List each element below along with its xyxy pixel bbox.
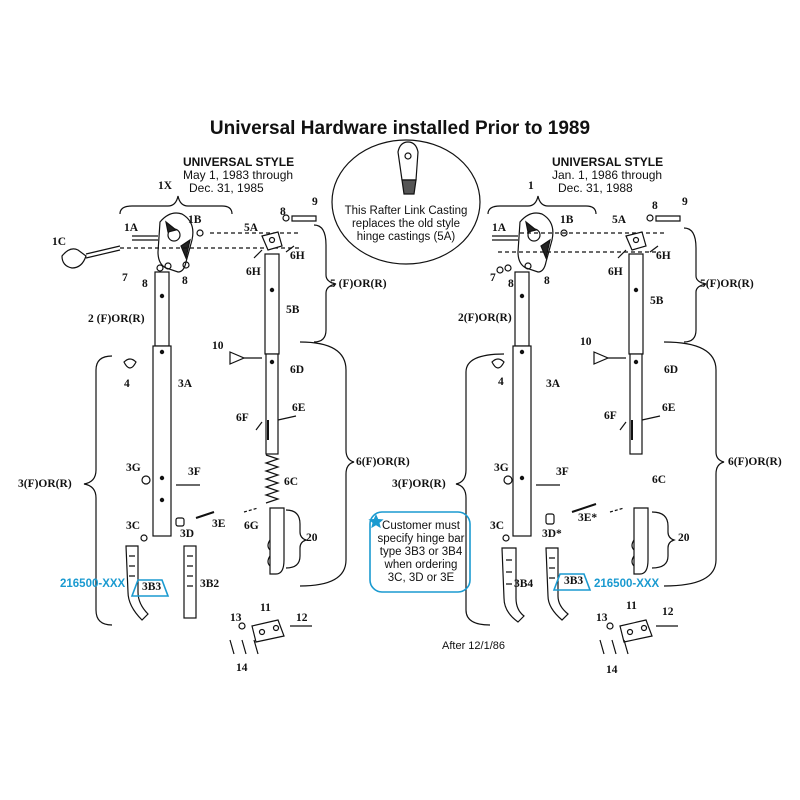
label-r-3: 3(F)OR(R)	[392, 478, 446, 490]
right-style-header: UNIVERSAL STYLE Jan. 1, 1986 through Dec…	[552, 156, 663, 195]
label-3: 3(F)OR(R)	[18, 478, 72, 490]
rafter-link-note: This Rafter Link Casting replaces the ol…	[336, 205, 476, 244]
label-12: 12	[296, 612, 308, 624]
right-hub-casting	[517, 212, 554, 273]
label-11: 11	[260, 602, 271, 614]
rafter-note-line1: This Rafter Link Casting	[344, 205, 468, 217]
label-r-9: 9	[682, 196, 688, 208]
label-r-3e: 3E*	[578, 512, 598, 524]
label-r-3b3: 3B3	[564, 575, 584, 587]
left-1c-bracket	[61, 245, 121, 269]
label-3b3: 3B3	[142, 581, 162, 593]
left-style-title: UNIVERSAL STYLE	[183, 155, 295, 169]
label-3b2: 3B2	[200, 578, 220, 590]
label-2: 2 (F)OR(R)	[88, 313, 145, 325]
customer-note: Customer must specify hinge bar type 3B3…	[374, 520, 468, 585]
label-r-20: 20	[678, 532, 690, 544]
left-part-number: 216500-XXX	[60, 578, 126, 590]
label-r-1a: 1A	[492, 222, 507, 234]
customer-note-line5: 3C, 3D or 3E	[387, 572, 455, 584]
rafter-link-casting	[397, 141, 419, 195]
label-3d: 3D	[180, 528, 195, 540]
left-date-line2: Dec. 31, 1985	[189, 181, 264, 195]
label-r-8a: 8	[508, 278, 514, 290]
after-date-note: After 12/1/86	[442, 640, 505, 652]
label-r-12: 12	[662, 606, 674, 618]
rafter-note-line2: replaces the old style	[351, 218, 461, 230]
label-7: 7	[122, 272, 128, 284]
label-r-3b4: 3B4	[514, 578, 534, 590]
right-style-title: UNIVERSAL STYLE	[552, 155, 664, 169]
label-r-11: 11	[626, 600, 637, 612]
label-r-5: 5(F)OR(R)	[700, 278, 754, 290]
label-r-5a: 5A	[612, 214, 627, 226]
label-r-3g: 3G	[494, 462, 509, 474]
label-r-3a: 3A	[546, 378, 561, 390]
customer-note-line1: Customer must	[382, 520, 460, 532]
label-r-13: 13	[596, 612, 608, 624]
label-r-10: 10	[580, 336, 592, 348]
label-r-7: 7	[490, 272, 496, 284]
label-r-3c: 3C	[490, 520, 505, 532]
label-9: 9	[312, 196, 318, 208]
label-1b: 1B	[188, 214, 202, 226]
label-5b: 5B	[286, 304, 300, 316]
label-5: 5 (F)OR(R)	[330, 278, 387, 290]
left-date-line1: May 1, 1983 through	[183, 168, 294, 182]
label-6d: 6D	[290, 364, 305, 376]
label-14: 14	[236, 662, 248, 674]
label-13: 13	[230, 612, 242, 624]
label-1a: 1A	[124, 222, 139, 234]
label-r-6f: 6F	[604, 410, 617, 422]
label-5a: 5A	[244, 222, 259, 234]
label-r-4: 4	[498, 376, 504, 388]
label-4: 4	[124, 378, 130, 390]
label-r-6c: 6C	[652, 474, 667, 486]
label-r-3d: 3D*	[542, 528, 562, 540]
left-style-header: UNIVERSAL STYLE May 1, 1983 through Dec.…	[183, 156, 294, 195]
customer-note-line3: type 3B3 or 3B4	[379, 546, 463, 558]
customer-note-line4: when ordering	[384, 559, 458, 571]
rafter-note-line3: hinge castings (5A)	[356, 231, 456, 243]
label-r-6h-b: 6H	[656, 250, 671, 262]
label-r-6d: 6D	[664, 364, 679, 376]
label-1x: 1X	[158, 180, 173, 192]
label-10: 10	[212, 340, 224, 352]
label-r-6: 6(F)OR(R)	[728, 456, 782, 468]
label-r-5b: 5B	[650, 295, 664, 307]
label-6c: 6C	[284, 476, 299, 488]
label-r-14: 14	[606, 664, 618, 676]
label-r-1: 1	[528, 180, 534, 192]
label-6f: 6F	[236, 412, 249, 424]
label-1c: 1C	[52, 236, 67, 248]
label-r-1b: 1B	[560, 214, 574, 226]
label-3a: 3A	[178, 378, 193, 390]
right-date-line2: Dec. 31, 1988	[558, 181, 633, 195]
label-r-8b: 8	[544, 275, 550, 287]
label-6g: 6G	[244, 520, 259, 532]
label-3e: 3E	[212, 518, 226, 530]
label-6h-a: 6H	[246, 266, 261, 278]
label-r-8c: 8	[652, 200, 658, 212]
right-date-line1: Jan. 1, 1986 through	[552, 168, 663, 182]
label-r-3f: 3F	[556, 466, 569, 478]
label-r-2: 2(F)OR(R)	[458, 312, 512, 324]
label-8c: 8	[280, 206, 286, 218]
label-r-6h-a: 6H	[608, 266, 623, 278]
label-3f: 3F	[188, 466, 201, 478]
label-6h-b: 6H	[290, 250, 305, 262]
page-title: Universal Hardware installed Prior to 19…	[209, 118, 591, 139]
label-8a: 8	[142, 278, 148, 290]
label-3g: 3G	[126, 462, 141, 474]
right-part-number: 216500-XXX	[594, 578, 660, 590]
label-6: 6(F)OR(R)	[356, 456, 410, 468]
label-6e: 6E	[292, 402, 306, 414]
label-20: 20	[306, 532, 318, 544]
label-8b: 8	[182, 275, 188, 287]
label-3c: 3C	[126, 520, 141, 532]
label-r-6e: 6E	[662, 402, 676, 414]
customer-note-line2: specify hinge bar	[377, 533, 465, 545]
